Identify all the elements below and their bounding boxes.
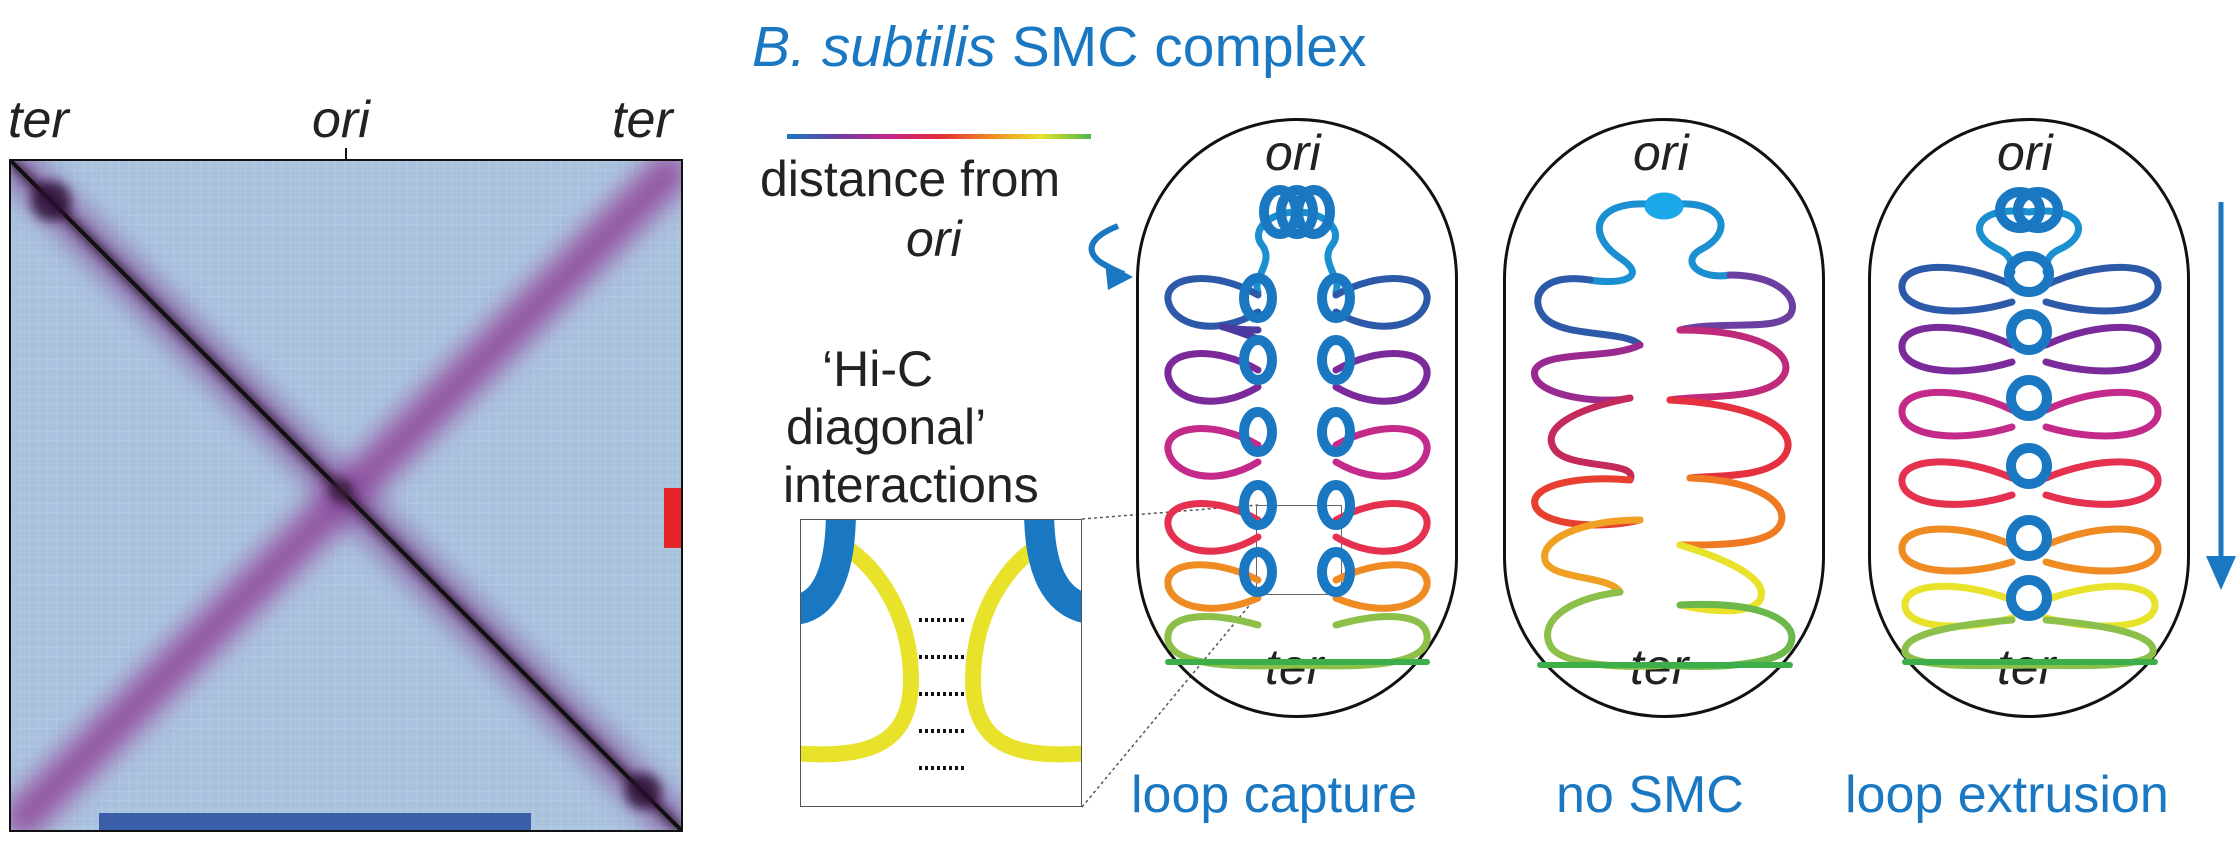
direction-arrowhead [2206,556,2236,590]
hic-label-line2: diagonal’ [786,399,987,455]
cell1-ori-label: ori [1265,125,1321,181]
caption-no-smc: no SMC [1556,766,1744,824]
cell-loop-extrusion [1868,118,2190,718]
cell3-ter-label: ter [1997,639,2056,695]
hic-contact-map-graphic [11,161,681,830]
hic-label-line3: interactions [783,457,1039,513]
cell2-ori-label: ori [1633,125,1689,181]
figure-title: B. subtilis SMC complex [752,14,1367,80]
legend-arrow [1088,223,1125,277]
hic-label-line1: ‘Hi-C [822,341,934,397]
legend-arrowhead [1105,262,1133,290]
caption-loop-capture: loop capture [1131,766,1418,824]
heatmap-ori-tick [345,148,347,162]
title-species: B. subtilis [752,15,996,79]
cell1-ter-label: ter [1265,639,1324,695]
cell2-ter-label: ter [1630,639,1689,695]
heatmap-label-ter-right: ter [612,91,673,149]
cell-loop-capture [1136,118,1458,718]
cell-no-smc [1503,118,1825,718]
hic-inset-graphic [801,520,1081,770]
hic-contact-map [9,159,683,832]
legend-line2: ori [906,211,962,267]
zoom-box [1256,505,1342,595]
red-marker [664,488,681,548]
blue-bar [99,813,531,830]
heatmap-label-ter-left: ter [8,91,69,149]
heatmap-label-ori: ori [312,91,370,149]
distance-gradient-bar [787,134,1091,139]
cell3-ori-label: ori [1997,125,2053,181]
title-complex: SMC complex [1011,15,1367,79]
caption-loop-extrusion: loop extrusion [1845,766,2169,824]
hic-inset [800,519,1082,807]
legend-line1: distance from [760,151,1061,207]
